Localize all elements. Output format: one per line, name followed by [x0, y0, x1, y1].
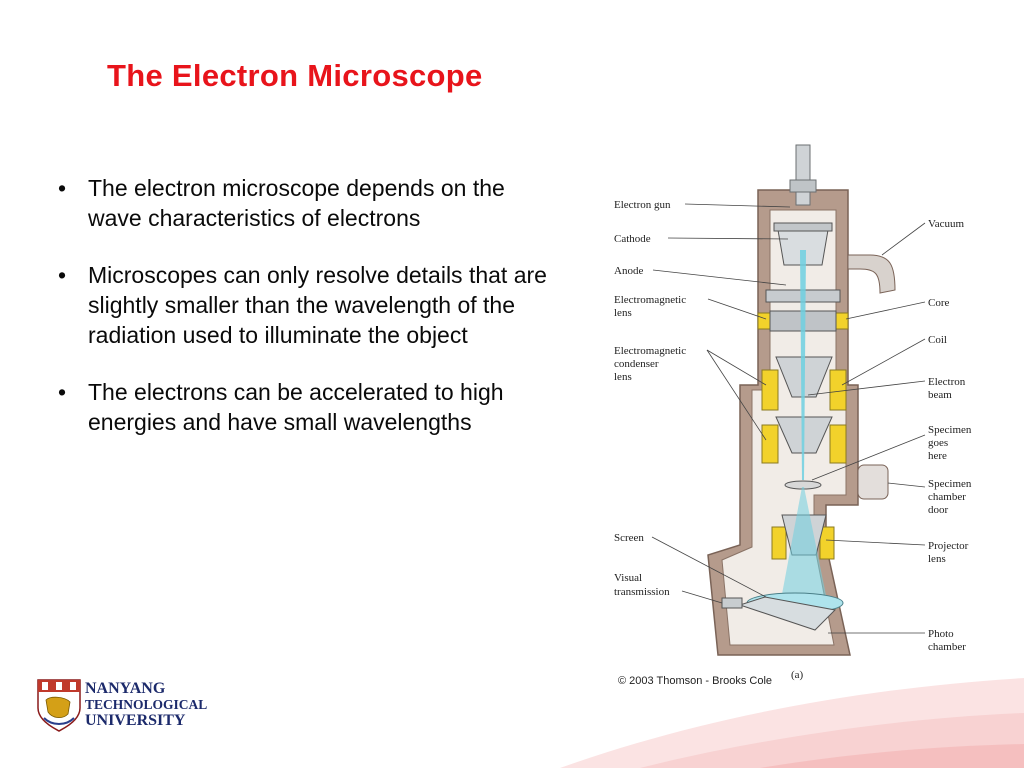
coil: [761, 369, 779, 411]
label-em-lens-2: lens: [614, 307, 632, 319]
label-specimen-2: goes: [928, 437, 948, 449]
bullet-dot: •: [58, 379, 67, 405]
label-coil: Coil: [928, 334, 947, 346]
label-specimen-3: here: [928, 450, 947, 462]
label-condenser-1: Electromagnetic: [614, 345, 686, 357]
coil: [829, 369, 847, 411]
specimen-chamber-door: [857, 464, 889, 500]
ntu-logo-crest: [37, 679, 81, 732]
bullet-text: Microscopes can only resolve details tha…: [88, 262, 547, 348]
coil: [829, 424, 847, 464]
label-cathode: Cathode: [614, 233, 651, 245]
bullet-text: The electron microscope depends on the w…: [88, 175, 505, 231]
label-visual-2: transmission: [614, 586, 670, 598]
bullet-text: The electrons can be accelerated to high…: [88, 379, 504, 435]
panel-label: (a): [791, 669, 804, 681]
label-condenser-2: condenser: [614, 358, 659, 370]
label-specimen-1: Specimen: [928, 424, 972, 436]
microscope-illustration: Electron gun Cathode Anode Electromagnet…: [614, 144, 972, 656]
label-projector-1: Projector: [928, 540, 969, 552]
label-door-1: Specimen: [928, 478, 972, 490]
label-photo-1: Photo: [928, 628, 954, 640]
bullet-dot: •: [58, 175, 67, 201]
label-door-3: door: [928, 504, 949, 516]
coil: [761, 424, 779, 464]
label-electron-beam-1: Electron: [928, 376, 966, 388]
bullet-item: • The electrons can be accelerated to hig…: [58, 377, 558, 437]
electron-gun-stem: [795, 144, 811, 206]
bullet-item: • The electron microscope depends on the …: [58, 173, 558, 233]
logo-line-3: UNIVERSITY: [85, 712, 186, 729]
electron-microscope-diagram: Electron gun Cathode Anode Electromagnet…: [590, 135, 990, 695]
label-anode: Anode: [614, 265, 643, 277]
bullet-dot: •: [58, 262, 67, 288]
label-core: Core: [928, 297, 950, 309]
visual-transmission-optics: [738, 596, 837, 631]
coil: [771, 526, 787, 560]
label-em-lens-1: Electromagnetic: [614, 294, 686, 306]
bullet-item: • Microscopes can only resolve details th…: [58, 260, 558, 350]
coil: [819, 526, 835, 560]
label-visual-1: Visual: [614, 572, 642, 584]
label-vacuum: Vacuum: [928, 218, 964, 230]
leader-lines: [651, 203, 926, 634]
copyright-notice: © 2003 Thomson - Brooks Cole: [618, 675, 773, 687]
label-electron-gun: Electron gun: [614, 199, 671, 211]
label-condenser-3: lens: [614, 371, 632, 383]
vacuum-pipe: [847, 254, 896, 294]
label-projector-2: lens: [928, 553, 946, 565]
logo-line-1: NANYANG: [85, 680, 166, 697]
label-door-2: chamber: [928, 491, 966, 503]
label-electron-beam-2: beam: [928, 389, 952, 401]
label-photo-2: chamber: [928, 641, 966, 653]
ntu-logo-wordmark: NANYANG TECHNOLOGICAL UNIVERSITY: [85, 681, 207, 729]
logo-line-2: TECHNOLOGICAL: [85, 697, 208, 712]
electron-beam: [800, 250, 806, 480]
bullet-list: • The electron microscope depends on the …: [58, 173, 558, 464]
label-screen: Screen: [614, 532, 644, 544]
slide-title: The Electron Microscope: [107, 58, 483, 93]
